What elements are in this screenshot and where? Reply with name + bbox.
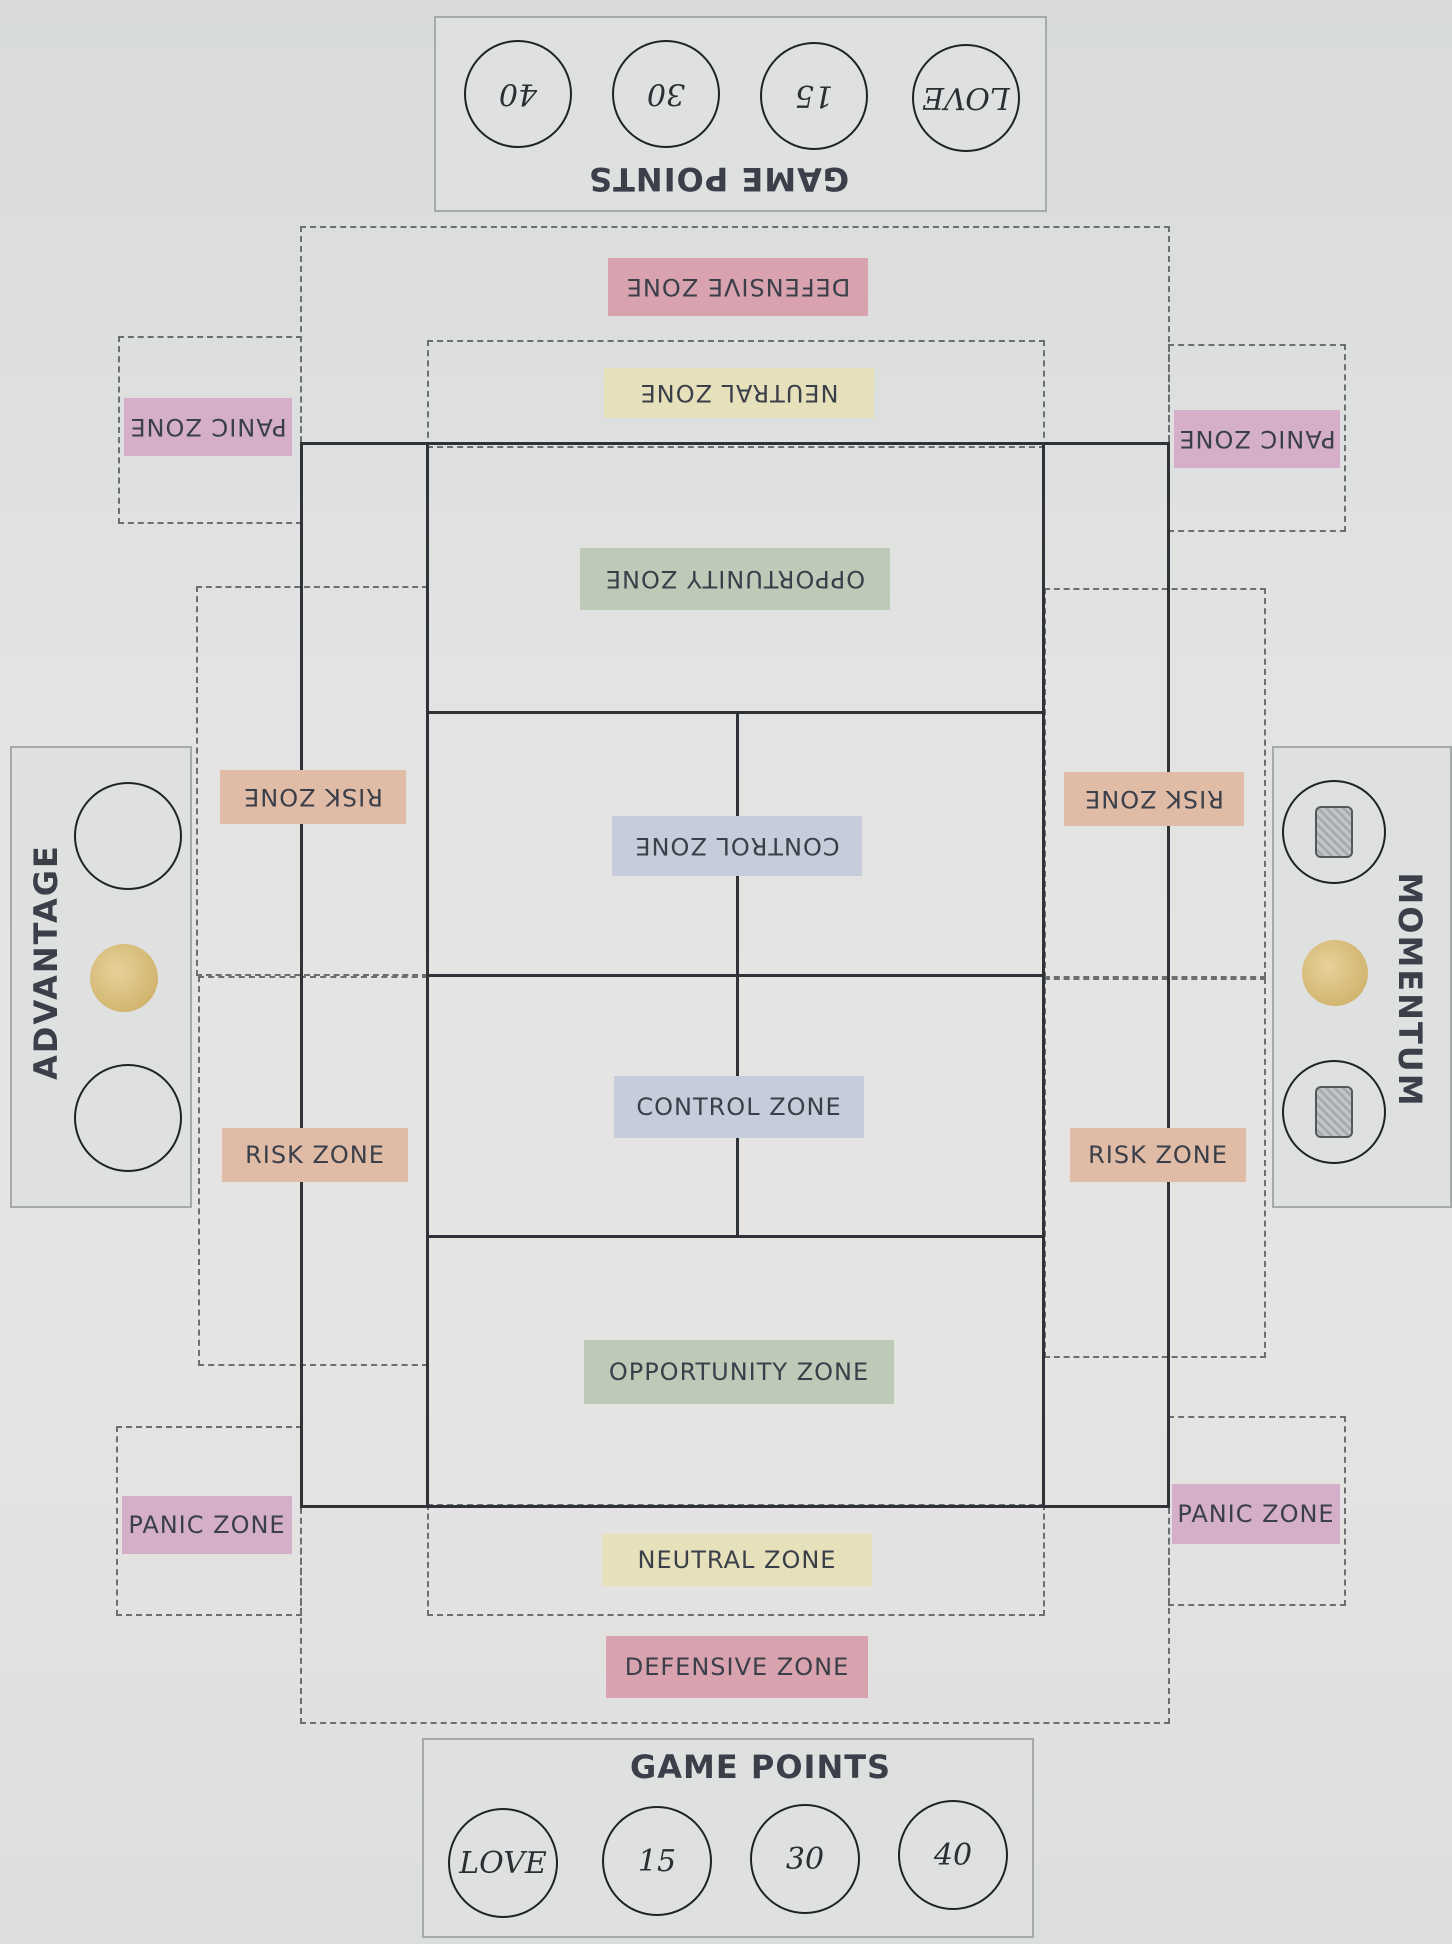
card-icon bbox=[1315, 1086, 1353, 1138]
service-line-bottom bbox=[426, 1235, 1045, 1238]
risk-zone-label-top-right: RISK ZONE bbox=[1064, 772, 1244, 826]
momentum-token[interactable] bbox=[1302, 940, 1368, 1006]
card-icon bbox=[1315, 806, 1353, 858]
neutral-zone-label-top: NEUTRAL ZONE bbox=[604, 368, 874, 418]
opportunity-zone-label-top: OPPORTUNITY ZONE bbox=[580, 548, 890, 610]
top-point-love[interactable]: LOVE bbox=[912, 44, 1020, 152]
risk-zone-label-bottom-left: RISK ZONE bbox=[222, 1128, 408, 1182]
neutral-zone-label-bottom: NEUTRAL ZONE bbox=[602, 1534, 872, 1586]
bottom-game-points-title: GAME POINTS bbox=[630, 1748, 892, 1786]
control-zone-label-top: CONTROL ZONE bbox=[612, 816, 862, 876]
momentum-slot-bottom[interactable] bbox=[1282, 1060, 1386, 1164]
top-point-40[interactable]: 40 bbox=[464, 40, 572, 148]
panic-zone-label-top-left: PANIC ZONE bbox=[124, 398, 292, 456]
risk-zone-outline-top-right bbox=[1044, 588, 1266, 978]
risk-zone-label-top-left: RISK ZONE bbox=[220, 770, 406, 824]
panic-zone-label-bottom-right: PANIC ZONE bbox=[1172, 1484, 1340, 1544]
opportunity-zone-label-bottom: OPPORTUNITY ZONE bbox=[584, 1340, 894, 1404]
risk-zone-outline-bottom-right bbox=[1044, 978, 1266, 1358]
bottom-point-40[interactable]: 40 bbox=[898, 1800, 1008, 1910]
panic-zone-outline-top-left bbox=[118, 336, 302, 524]
bottom-point-15[interactable]: 15 bbox=[602, 1806, 712, 1916]
momentum-slot-top[interactable] bbox=[1282, 780, 1386, 884]
advantage-token[interactable] bbox=[90, 944, 158, 1012]
service-line-top bbox=[426, 711, 1045, 714]
court-outline bbox=[300, 442, 1170, 1508]
panic-zone-outline-bottom-right bbox=[1168, 1416, 1346, 1606]
top-point-15[interactable]: 15 bbox=[760, 42, 868, 150]
advantage-slot-top[interactable] bbox=[74, 782, 182, 890]
control-zone-label-bottom: CONTROL ZONE bbox=[614, 1076, 864, 1138]
defensive-zone-label-bottom: DEFENSIVE ZONE bbox=[606, 1636, 868, 1698]
panic-zone-label-bottom-left: PANIC ZONE bbox=[122, 1496, 292, 1554]
advantage-slot-bottom[interactable] bbox=[74, 1064, 182, 1172]
panic-zone-outline-top-right bbox=[1168, 344, 1346, 532]
risk-zone-label-bottom-right: RISK ZONE bbox=[1070, 1128, 1246, 1182]
neutral-zone-outline-top bbox=[427, 340, 1045, 448]
top-point-30[interactable]: 30 bbox=[612, 40, 720, 148]
bottom-point-30[interactable]: 30 bbox=[750, 1804, 860, 1914]
momentum-label: MOMENTUM bbox=[1391, 872, 1429, 1108]
advantage-label: ADVANTAGE bbox=[27, 844, 65, 1080]
net-line bbox=[426, 974, 1045, 977]
defensive-zone-label-top: DEFENSIVE ZONE bbox=[608, 258, 868, 316]
top-game-points-panel bbox=[434, 16, 1047, 212]
center-service-line bbox=[736, 711, 739, 1238]
bottom-point-love[interactable]: LOVE bbox=[448, 1808, 558, 1918]
top-game-points-title: GAME POINTS bbox=[588, 160, 850, 198]
panic-zone-label-top-right: PANIC ZONE bbox=[1174, 410, 1340, 468]
panic-zone-outline-bottom-left bbox=[116, 1426, 302, 1616]
